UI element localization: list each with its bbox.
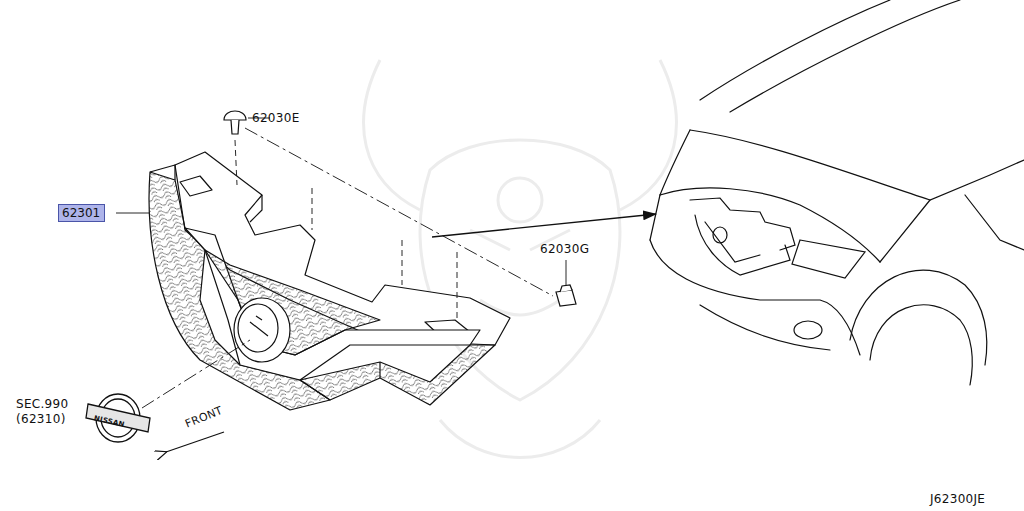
callout-number: (62310) bbox=[16, 412, 66, 426]
callout-number: SEC.990 bbox=[16, 397, 68, 411]
watermark bbox=[364, 60, 677, 458]
callout-number: 62030E bbox=[252, 111, 300, 125]
leader-line bbox=[116, 118, 656, 452]
emblem bbox=[86, 394, 150, 442]
part-number-box: 62301 bbox=[58, 204, 105, 222]
clip bbox=[224, 111, 576, 306]
figure-code: J62300JE bbox=[930, 492, 985, 506]
vehicle bbox=[650, 0, 1024, 385]
direction-label: FRONT bbox=[183, 404, 224, 432]
part-number: 62301 bbox=[62, 206, 101, 220]
callout-number: 62030G bbox=[540, 242, 589, 256]
grille bbox=[149, 152, 510, 410]
